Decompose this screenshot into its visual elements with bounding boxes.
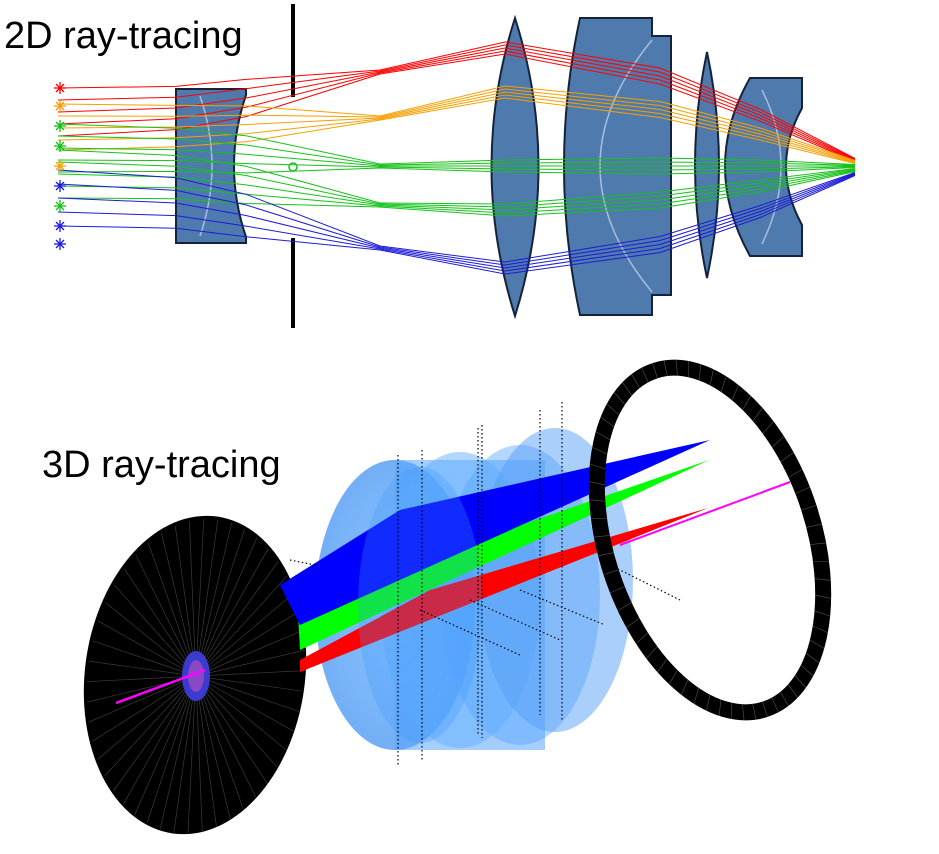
lens-element-2 xyxy=(490,14,540,320)
green-ray-2d xyxy=(57,147,855,167)
label-3d: 3D ray-tracing xyxy=(42,444,281,486)
red-ray-2d xyxy=(57,53,856,162)
green-ray-2d xyxy=(57,159,856,171)
source-star-marker xyxy=(54,82,66,94)
lens-element-5 xyxy=(724,77,803,257)
red-ray-2d xyxy=(57,44,856,160)
ray-fan-2d xyxy=(57,41,856,275)
source-star-marker xyxy=(54,238,66,250)
source-star-marker xyxy=(54,180,66,192)
green-ray-2d xyxy=(57,135,856,166)
green-ray-2d xyxy=(57,149,856,205)
source-star-marker xyxy=(54,220,66,232)
green-ray-beam xyxy=(298,460,709,650)
orange-ray-2d xyxy=(57,94,856,164)
red-ray-2d xyxy=(57,41,856,159)
lens-element-4 xyxy=(694,51,720,279)
chief-ray-in xyxy=(115,668,206,705)
diagram-2d xyxy=(54,4,856,328)
source-star-marker xyxy=(54,200,66,212)
orange-ray-2d xyxy=(57,88,856,162)
label-2d: 2D ray-tracing xyxy=(4,15,243,57)
orange-ray-2d xyxy=(57,85,856,161)
chief-ray-out xyxy=(619,481,791,546)
lens-element-5-arc xyxy=(761,89,782,245)
source-star-marker xyxy=(54,120,66,132)
blue-ray-2d xyxy=(57,175,856,275)
blue-ray-2d xyxy=(57,172,856,266)
source-star-marker xyxy=(54,140,66,152)
green-ray-2d xyxy=(57,161,856,208)
diagram-3d xyxy=(83,359,832,835)
blue-ray-2d xyxy=(57,174,856,272)
orange-ray-2d xyxy=(57,91,856,163)
blue-ray-2d xyxy=(57,169,856,263)
lens-edge-markers xyxy=(289,402,681,765)
red-ray-2d xyxy=(57,47,856,161)
red-ray-2d xyxy=(57,50,856,162)
green-ray-2d xyxy=(57,171,856,217)
green-ray-2d xyxy=(57,167,856,175)
green-ray-2d xyxy=(57,170,856,214)
blue-ray-2d xyxy=(57,173,856,269)
green-ray-2d xyxy=(57,123,856,165)
aperture-ring xyxy=(588,359,832,721)
source-star-marker xyxy=(54,160,66,172)
green-ray-2d xyxy=(57,169,856,211)
source-markers xyxy=(54,82,298,250)
orange-ray-2d xyxy=(57,97,856,164)
stop-center-marker xyxy=(288,162,298,172)
lens-element-1 xyxy=(175,88,247,244)
source-star-marker xyxy=(54,100,66,112)
